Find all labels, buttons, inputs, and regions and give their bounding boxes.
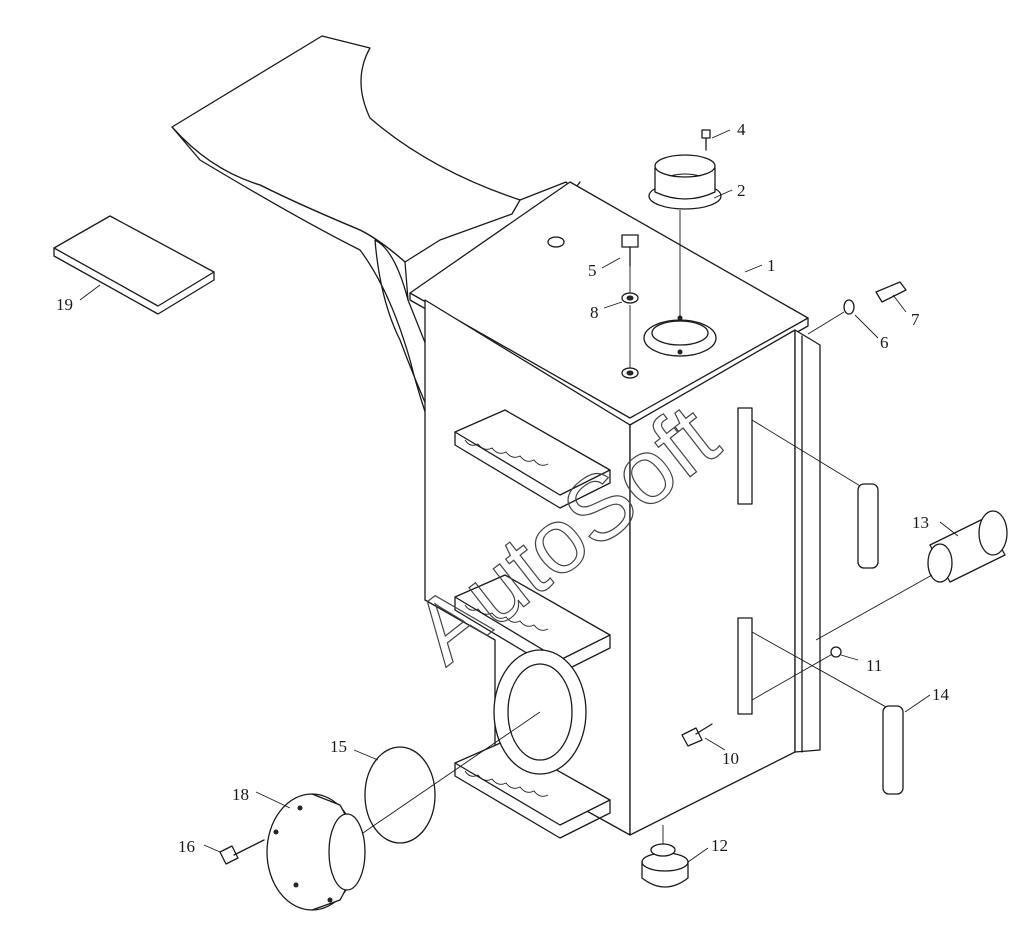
callout-16: 16 (178, 837, 195, 856)
callout-12: 12 (711, 836, 728, 855)
nut-11 (830, 646, 842, 658)
callout-1: 1 (767, 256, 776, 275)
callout-11: 11 (866, 656, 882, 675)
callout-4: 4 (737, 120, 746, 139)
callout-15: 15 (330, 737, 347, 756)
seal-6-bolt-7 (807, 281, 907, 335)
bolt-10 (681, 723, 713, 747)
o-ring-15 (364, 746, 436, 844)
side-bracket-lower (737, 617, 904, 795)
callout-6: 6 (880, 333, 889, 352)
cover-18 (266, 793, 366, 911)
callout-2: 2 (737, 181, 746, 200)
callout-5: 5 (588, 261, 597, 280)
top-plug (547, 236, 565, 248)
bolt-4 (701, 129, 711, 151)
side-bracket-upper (737, 407, 879, 569)
step-upper (454, 409, 611, 509)
filter-13 (815, 510, 1008, 641)
callout-19: 19 (56, 295, 73, 314)
drain-plug-12 (641, 825, 689, 888)
side-port-ring (359, 649, 587, 836)
callout-13: 13 (912, 513, 929, 532)
leader-lines (79, 129, 959, 863)
callout-labels: 1 2 4 5 6 7 8 10 11 12 13 14 15 16 18 19 (56, 120, 950, 856)
callout-14: 14 (932, 685, 950, 704)
callout-8: 8 (590, 303, 599, 322)
filler-cap (648, 154, 722, 318)
callout-10: 10 (722, 749, 739, 768)
callout-7: 7 (911, 310, 920, 329)
callout-18: 18 (232, 785, 249, 804)
step-lower (454, 740, 611, 839)
washer-8 (621, 292, 639, 379)
filler-neck (643, 315, 717, 357)
pad-19 (53, 215, 215, 315)
bolt-16 (219, 839, 265, 865)
